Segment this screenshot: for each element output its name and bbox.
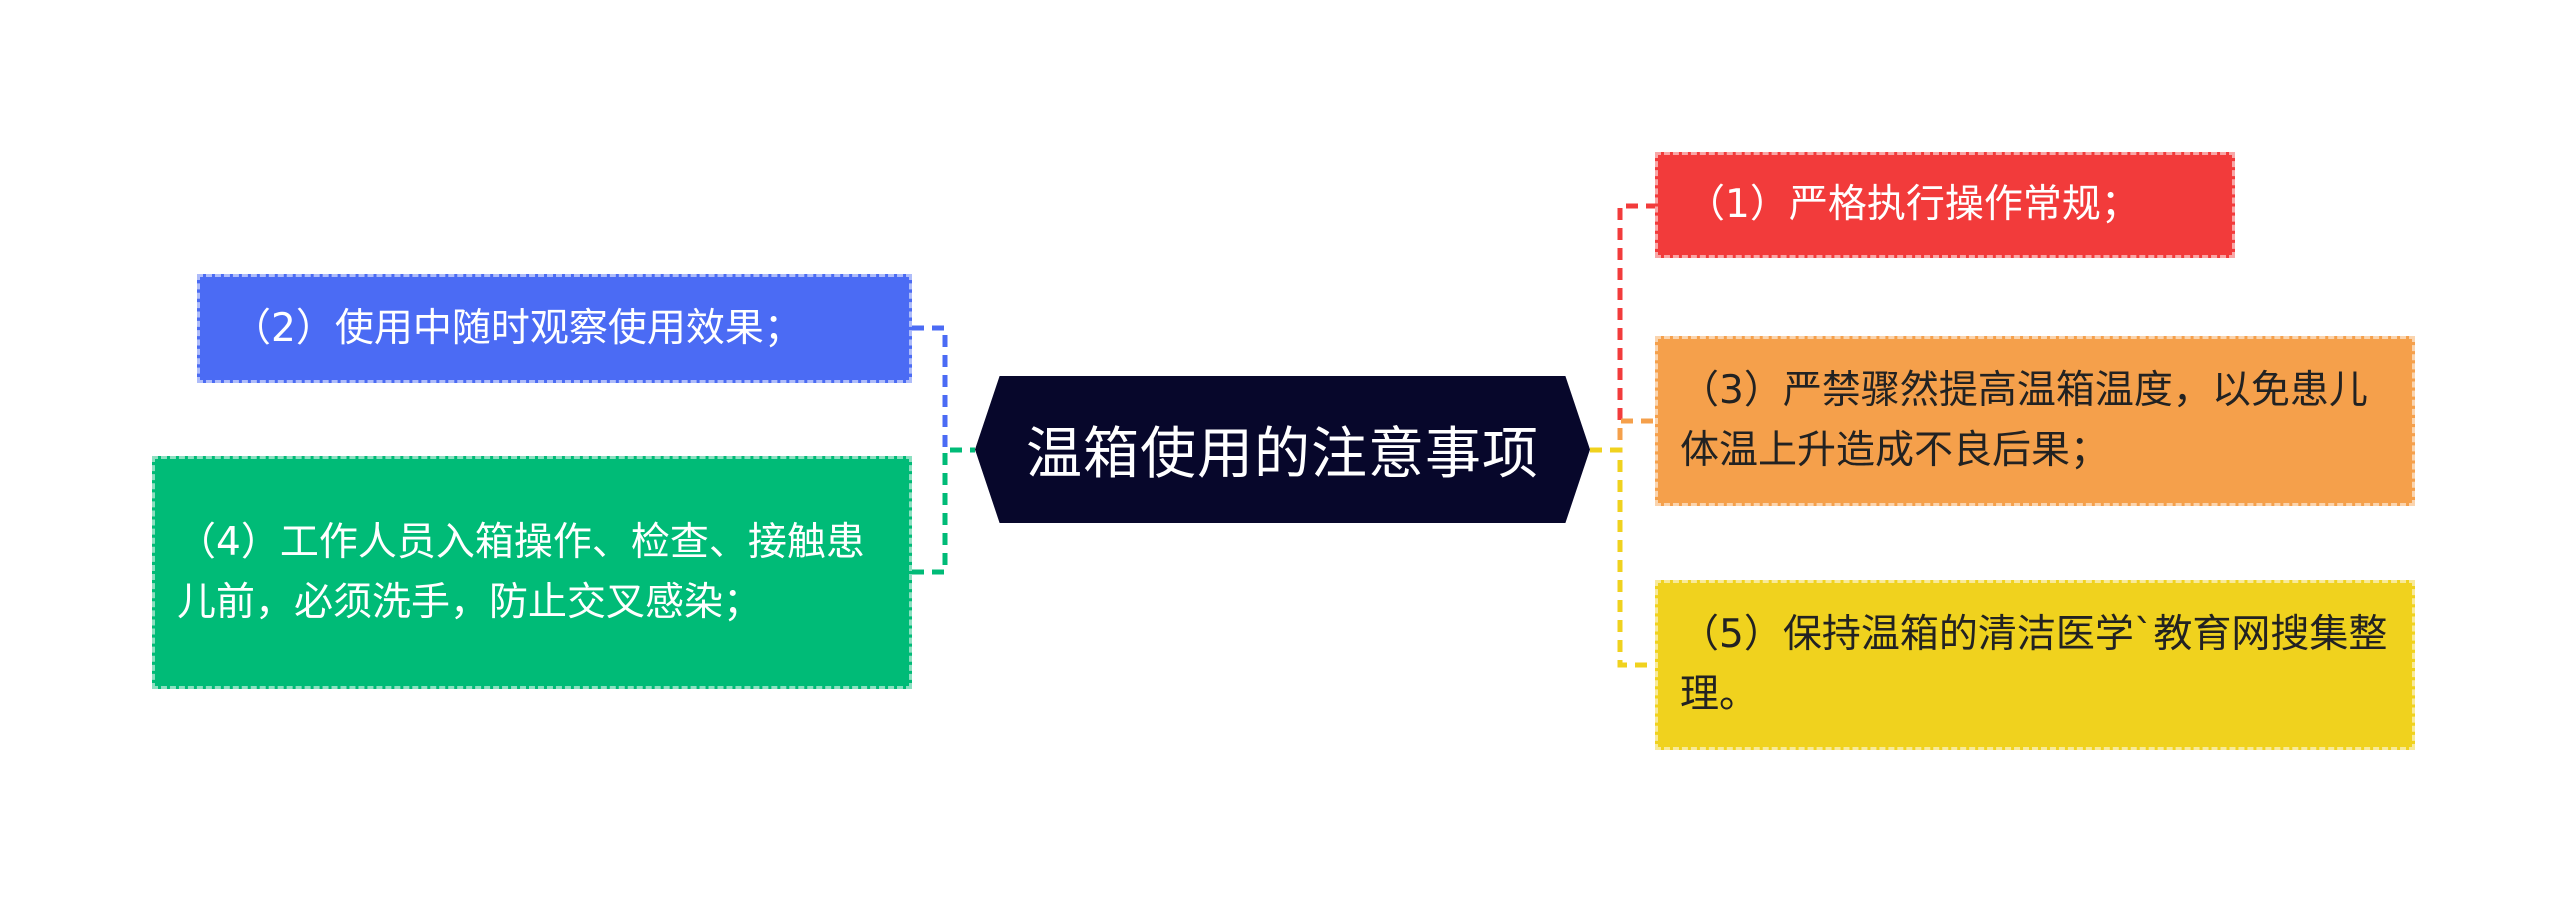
topic-node-2[interactable]: （2）使用中随时观察使用效果； [197,274,912,383]
topic-node-1[interactable]: （1）严格执行操作常规； [1655,152,2235,258]
connector-node-3 [1590,418,1655,453]
topic-node-1-label: （1）严格执行操作常规； [1686,182,2140,227]
connector-node-4 [912,447,975,575]
connector-node-5 [1590,447,1655,668]
central-topic[interactable]: 温箱使用的注意事项 [975,376,1590,523]
topic-node-4[interactable]: （4）工作人员入箱操作、检查、接触患儿前，必须洗手，防止交叉感染； [152,456,912,689]
topic-node-4-label: （4）工作人员入箱操作、检查、接触患儿前，必须洗手，防止交叉感染； [177,519,865,625]
topic-node-2-label: （2）使用中随时观察使用效果； [232,305,803,351]
topic-node-5-label: （5）保持温箱的清洁医学`教育网搜集整理。 [1680,612,2388,717]
topic-node-3[interactable]: （3）严禁骤然提高温箱温度，以免患儿体温上升造成不良后果； [1655,336,2415,506]
topic-node-5[interactable]: （5）保持温箱的清洁医学`教育网搜集整理。 [1655,580,2415,750]
connector-node-1 [1590,203,1655,453]
connector-node-2 [912,325,975,453]
topic-node-3-label: （3）严禁骤然提高温箱温度，以免患儿体温上升造成不良后果； [1680,368,2368,473]
central-topic-label: 温箱使用的注意事项 [1026,422,1539,487]
